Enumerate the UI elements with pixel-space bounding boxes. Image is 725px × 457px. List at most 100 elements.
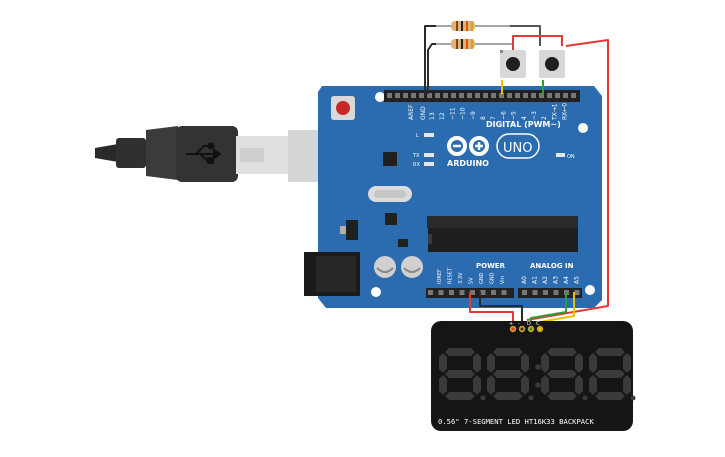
wire-red-top[interactable] (512, 35, 563, 50)
segment (521, 375, 529, 395)
header-hole[interactable] (532, 290, 538, 295)
led-label-tx: TX (412, 153, 420, 159)
mount-hole-top-right (578, 123, 588, 133)
segment (541, 375, 549, 395)
header-hole[interactable] (459, 290, 465, 295)
resistor-2[interactable] (436, 39, 512, 49)
header-hole[interactable] (574, 290, 580, 295)
header-hole[interactable] (483, 93, 488, 98)
header-hole[interactable] (438, 290, 444, 295)
header-hole[interactable] (571, 93, 576, 98)
header-hole[interactable] (467, 93, 472, 98)
header-hole[interactable] (531, 93, 536, 98)
resistor-2-band-4 (471, 39, 473, 49)
usb-chip (383, 152, 397, 166)
header-hole[interactable] (553, 290, 559, 295)
resistor-2-band-1 (456, 39, 458, 49)
digital-pin-label: TX→1 (551, 103, 558, 121)
segment (547, 370, 577, 378)
header-hole[interactable] (547, 93, 552, 98)
analog-pin-label: A3 (553, 276, 560, 284)
header-hole[interactable] (491, 93, 496, 98)
power-pin-label: IOREF (437, 269, 443, 284)
resistor-1-band-4 (471, 21, 473, 31)
push-button-2[interactable] (539, 50, 565, 78)
decimal-point (582, 395, 588, 401)
led-tx (424, 153, 434, 157)
led-label-l: L (416, 133, 419, 139)
header-hole[interactable] (419, 93, 424, 98)
resistor-1[interactable] (436, 21, 510, 31)
header-hole[interactable] (499, 93, 504, 98)
display-digits (439, 348, 636, 401)
header-hole[interactable] (563, 93, 568, 98)
wire-black-gnd-resistor[interactable] (424, 25, 436, 94)
segment (623, 375, 631, 395)
header-hole[interactable] (501, 290, 507, 295)
header-hole[interactable] (491, 290, 496, 295)
wire-gray-resistor-button[interactable] (510, 25, 541, 46)
header-hole[interactable] (543, 290, 548, 295)
segment (575, 375, 583, 395)
analog-pin-label: A0 (521, 276, 528, 284)
digital-pin-label: ~9 (470, 111, 477, 120)
header-hole[interactable] (427, 93, 432, 98)
push-button-1[interactable] (500, 50, 526, 78)
atmega-chip (428, 228, 578, 252)
decimal-point (480, 395, 486, 401)
header-hole[interactable] (403, 93, 408, 98)
display-pin-wire (529, 327, 533, 331)
header-hole[interactable] (387, 93, 392, 98)
on-label: ON (567, 154, 575, 160)
voltage-regulator (346, 220, 358, 240)
header-hole[interactable] (523, 93, 528, 98)
capacitor-left (374, 256, 396, 278)
header-hole[interactable] (443, 93, 448, 98)
wire-black-resistor2[interactable] (427, 43, 436, 94)
header-hole[interactable] (435, 93, 440, 98)
header-hole[interactable] (459, 93, 464, 98)
header-hole[interactable] (480, 290, 486, 295)
header-hole[interactable] (539, 93, 544, 98)
led-on (556, 153, 565, 157)
analog-pin-label: A1 (532, 276, 539, 284)
board-pcb (318, 86, 602, 308)
header-hole[interactable] (522, 290, 527, 295)
usb-cable-strain-tip (95, 144, 118, 162)
resistor-2-band-3 (466, 39, 468, 49)
power-pin-label: GND (490, 272, 496, 284)
header-hole[interactable] (515, 93, 520, 98)
display-label: 0.56" 7-SEGMENT LED HT16K33 BACKPACK (438, 417, 594, 426)
colon-dot (535, 382, 541, 388)
segment (589, 375, 597, 395)
header-hole[interactable] (395, 93, 400, 98)
wire-black-gnd[interactable] (479, 292, 523, 326)
segment (445, 370, 475, 378)
header-hole[interactable] (470, 290, 475, 295)
usb-cable[interactable] (95, 126, 356, 182)
header-hole[interactable] (475, 93, 480, 98)
analog-pin-label: A4 (563, 276, 570, 284)
capacitor-right-mark (403, 267, 421, 273)
header-label-aref: AREF (408, 104, 415, 120)
header-hole[interactable] (451, 93, 456, 98)
header-hole[interactable] (507, 93, 512, 98)
power-pin-label: GND (479, 272, 485, 284)
wire-red-5v-right[interactable] (526, 39, 609, 321)
segment (541, 353, 549, 373)
header-hole[interactable] (428, 290, 433, 295)
header-hole[interactable] (449, 290, 454, 295)
wire-red-5v[interactable] (469, 292, 514, 326)
small-chip (385, 213, 397, 225)
header-hole[interactable] (411, 93, 416, 98)
header-hole[interactable] (555, 93, 560, 98)
segment (595, 348, 625, 356)
led-l (424, 133, 434, 137)
uno-model-text: UNO (503, 141, 532, 156)
digital-pin-label: 7 (490, 116, 497, 120)
segment (521, 353, 529, 373)
